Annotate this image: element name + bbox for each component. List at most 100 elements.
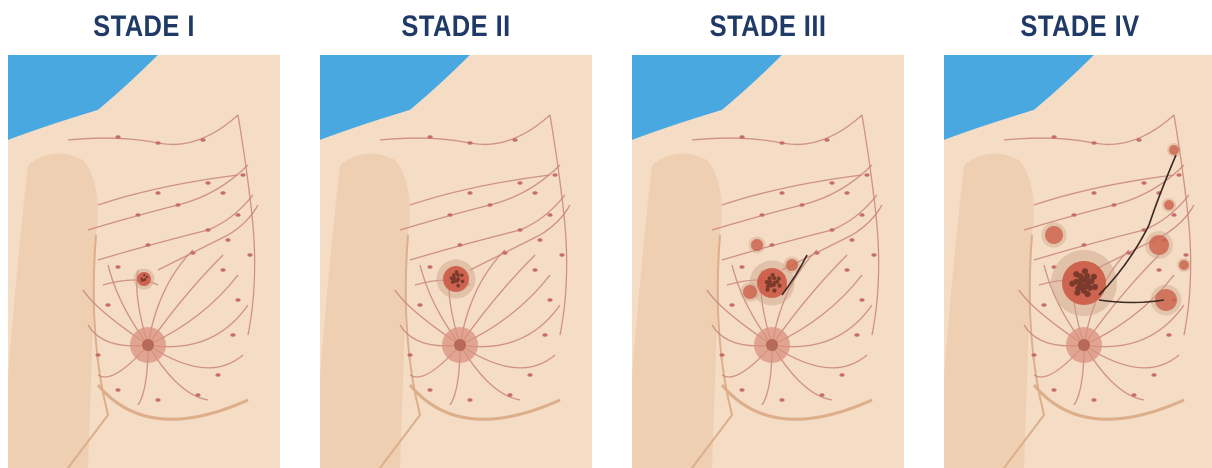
tumor-cell [1073,271,1079,277]
breast-illustration [320,55,592,468]
lymph-node [95,353,100,357]
tumor-cell [772,288,776,292]
lymph-node [844,191,849,195]
lymph-node [552,173,557,177]
tumor-cell [1081,288,1087,294]
lymph-node [739,388,744,392]
lymph-node [859,298,864,302]
lymph-node [799,203,804,207]
lymph-node [719,353,724,357]
nipple [766,339,778,351]
tumor-cell [772,276,776,280]
lymph-node [155,398,160,402]
lymph-node [769,243,774,247]
lymph-node [814,251,819,255]
lymph-node [487,203,492,207]
lymph-node [844,268,849,272]
lymph-node [1091,141,1096,145]
lymph-node [115,265,120,269]
tumor-cell [143,279,145,281]
lymph-node [1051,388,1056,392]
lymph-node [1031,353,1036,357]
lymph-node [502,251,507,255]
lymph-node [145,243,150,247]
nipple [1078,339,1090,351]
lymph-node [230,333,235,337]
metastasis [1164,200,1174,210]
lymph-node [115,388,120,392]
nipple [454,339,466,351]
lymph-node [155,141,160,145]
tumor-cell [456,284,460,288]
lymph-node [220,268,225,272]
lymph-node [115,135,120,139]
metastasis [1045,226,1063,244]
tumor-cell [452,276,456,280]
lymph-node [854,333,859,337]
stage-title: STADE IV [964,10,1195,44]
lymph-node [739,135,744,139]
lymph-node [1183,253,1188,257]
lymph-node [1081,243,1086,247]
lymph-node [517,181,522,185]
stage-panel-4: STADE IV [944,0,1212,468]
lymph-node [824,138,829,142]
lymph-node [200,138,205,142]
tumor [437,260,476,299]
lymph-node [1166,333,1171,337]
lymph-node [859,213,864,217]
lymph-node [1071,213,1076,217]
metastasis [751,239,763,251]
lymph-node [871,253,876,257]
lymph-node [220,191,225,195]
stage-panel-3: STADE III [632,0,904,468]
lymph-node [195,393,200,397]
lymph-node [1171,213,1176,217]
lymph-node [457,243,462,247]
lymph-node [225,238,230,242]
lymph-node [175,203,180,207]
lymph-node [427,388,432,392]
lymph-node [559,253,564,257]
lymph-node [537,238,542,242]
lymph-node [839,373,844,377]
tumor-cell [1085,280,1091,286]
lymph-node [467,191,472,195]
tumor-mass [1062,261,1106,305]
lymph-node [417,303,422,307]
tumor [134,269,155,290]
lymph-node [1041,303,1046,307]
breast-illustration [8,55,280,468]
lymph-node [205,181,210,185]
lymph-node [467,141,472,145]
tumor-cell [1069,281,1075,287]
lymph-node [729,303,734,307]
lymph-node [864,173,869,177]
lymph-node [467,398,472,402]
tumor-cell [775,280,779,284]
lymph-node [517,228,522,232]
lymph-node [1136,138,1141,142]
lymph-node [829,181,834,185]
tumor-cell [460,273,464,277]
lymph-node [1051,135,1056,139]
lymph-node [1126,251,1131,255]
lymph-node [235,298,240,302]
lymph-node [1111,203,1116,207]
breast-illustration [632,55,904,468]
metastasis [743,285,757,299]
lymph-node [779,191,784,195]
lymph-node [759,213,764,217]
lymph-node [235,213,240,217]
lymph-node [532,191,537,195]
tumor [1051,250,1117,316]
stage-panel-1: STADE I [8,0,280,468]
breast-illustration [944,55,1212,468]
lymph-node [205,228,210,232]
lymph-node [1131,393,1136,397]
lymph-node [507,393,512,397]
lymph-node [819,393,824,397]
nipple [142,339,154,351]
tumor-cell [768,280,772,284]
tumor-cell [146,276,148,278]
